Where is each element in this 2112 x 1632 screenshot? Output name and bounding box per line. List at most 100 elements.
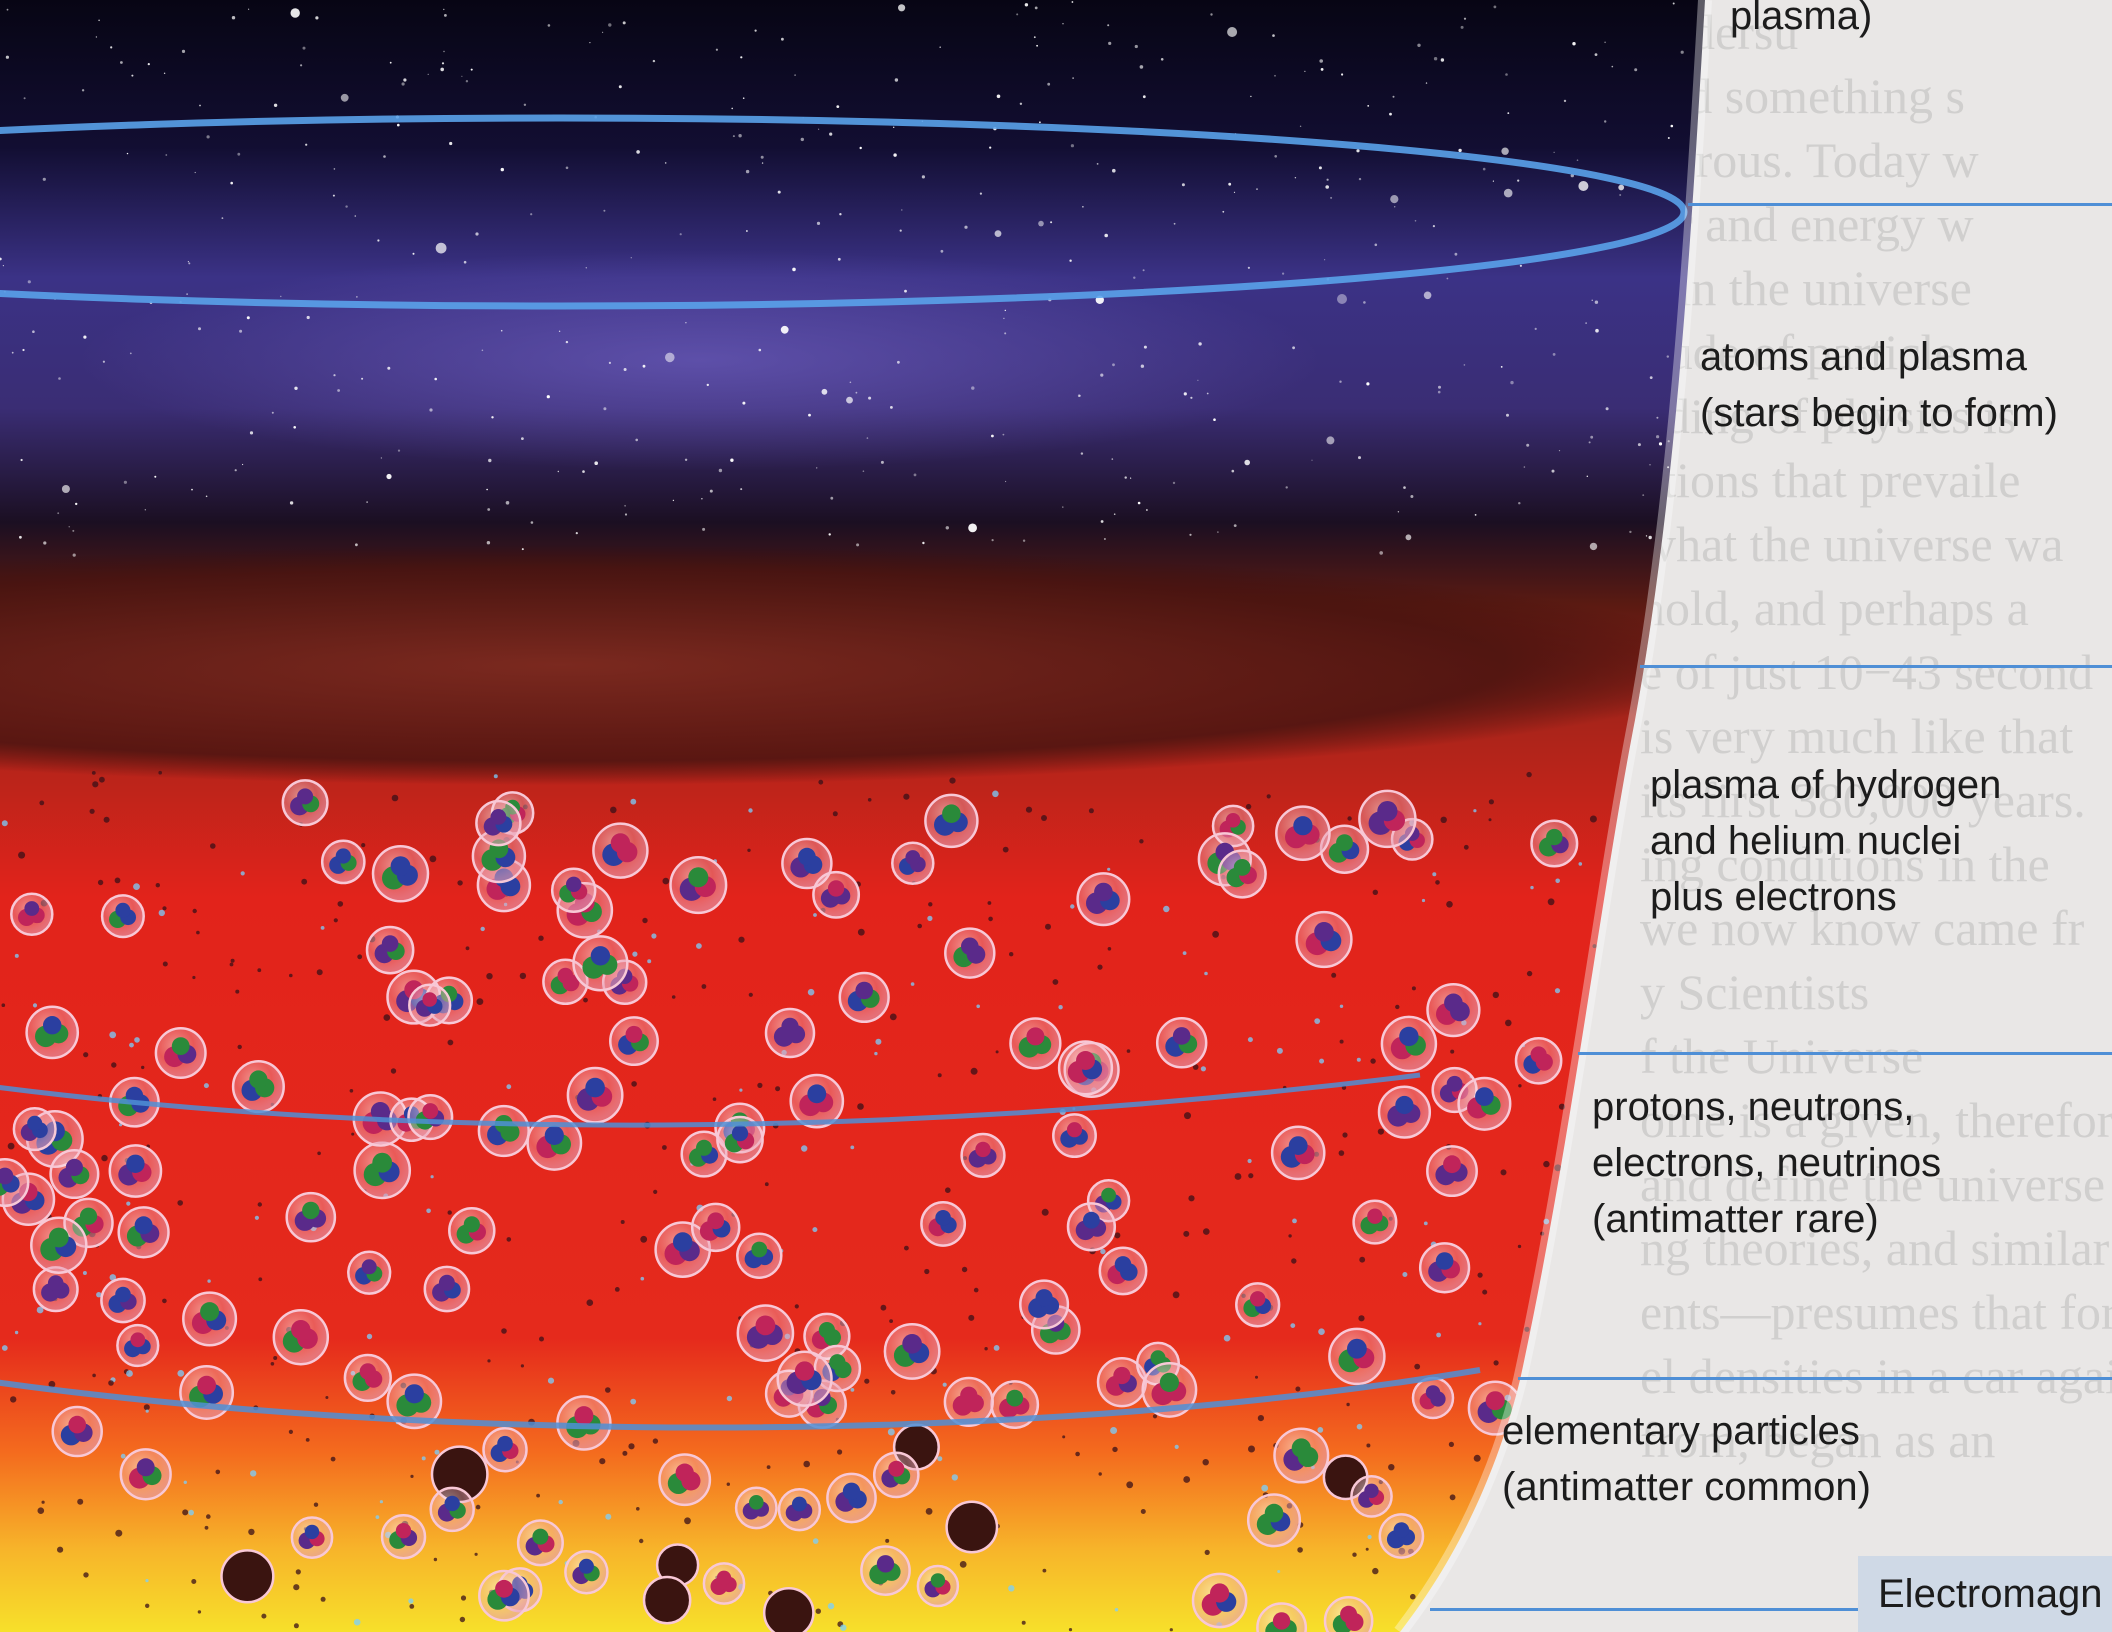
star — [890, 406, 893, 409]
electron-dot — [816, 1609, 821, 1614]
star — [665, 162, 667, 164]
star — [829, 533, 831, 535]
electron-dot — [639, 1539, 643, 1543]
star — [291, 8, 300, 17]
electron-dot — [1008, 1585, 1014, 1591]
star — [1410, 495, 1413, 498]
star — [1587, 476, 1588, 477]
electron-dot — [851, 1388, 855, 1392]
electron-dot — [663, 878, 670, 885]
star — [413, 253, 415, 255]
star — [1295, 177, 1296, 178]
electron-dot — [1489, 799, 1494, 804]
star — [1227, 27, 1237, 37]
electron-dot — [1277, 1570, 1280, 1573]
star — [1438, 391, 1441, 394]
star — [377, 239, 379, 241]
star — [992, 539, 994, 541]
star — [96, 36, 97, 37]
electron-dot — [133, 883, 140, 890]
star — [893, 127, 894, 128]
electron-dot — [241, 871, 245, 875]
nucleus-particle — [11, 894, 52, 935]
electron-dot — [889, 1319, 893, 1323]
star — [1207, 393, 1209, 395]
nucleus-particle — [1248, 1495, 1300, 1547]
electron-dot — [506, 1084, 511, 1089]
star — [124, 481, 127, 484]
electron-dot — [1548, 898, 1555, 905]
electron-dot — [431, 1175, 434, 1178]
electron-dot — [1201, 1066, 1206, 1071]
electron-dot — [1550, 1324, 1555, 1329]
star — [491, 416, 493, 418]
star — [390, 62, 392, 64]
electron-dot — [583, 998, 588, 1003]
electron-dot — [391, 1068, 396, 1073]
star — [922, 542, 924, 544]
star — [817, 222, 820, 225]
star — [1535, 328, 1537, 330]
nucleus-particle — [918, 1566, 958, 1606]
nucleus-particle — [568, 1068, 622, 1122]
star — [1232, 470, 1235, 473]
star — [991, 435, 994, 438]
star — [62, 485, 70, 493]
star — [127, 153, 128, 154]
star — [1300, 126, 1301, 127]
electron-dot — [1347, 816, 1351, 820]
star — [1143, 95, 1146, 98]
nucleus-particle — [892, 843, 933, 884]
star — [1646, 535, 1647, 536]
star — [1696, 427, 1698, 429]
nucleus-particle — [476, 801, 520, 845]
electron-dot — [10, 1396, 16, 1402]
star — [522, 548, 524, 550]
electron-dot — [210, 843, 216, 849]
star — [239, 330, 242, 333]
electron-dot — [1110, 1427, 1117, 1434]
star — [1282, 273, 1284, 275]
star — [1141, 365, 1144, 368]
star — [576, 532, 578, 534]
star — [643, 365, 646, 368]
star — [488, 459, 491, 462]
star — [443, 51, 444, 52]
electron-dot — [1058, 1005, 1062, 1009]
star — [307, 316, 310, 319]
star — [206, 496, 208, 498]
nucleus-particle — [102, 895, 144, 937]
star — [761, 156, 764, 159]
electron-dot — [1070, 904, 1074, 908]
electron-dot — [376, 1515, 380, 1519]
nucleus-particle — [1157, 1018, 1206, 1067]
electron-dot — [92, 1374, 96, 1378]
electron-dot — [410, 1475, 413, 1478]
star — [274, 104, 277, 107]
nucleus-particle — [121, 1449, 171, 1499]
electron-dot — [475, 1553, 478, 1556]
electron-dot — [354, 1619, 361, 1626]
electron-dot — [301, 879, 307, 885]
star — [130, 353, 132, 355]
electron-dot — [338, 901, 344, 907]
star — [971, 386, 974, 389]
nucleus-particle — [1532, 821, 1578, 867]
star — [1020, 103, 1022, 105]
electron-dot — [795, 1304, 799, 1308]
star — [103, 361, 105, 363]
star — [673, 500, 674, 501]
electron-dot — [713, 1097, 717, 1101]
nucleus-particle — [827, 1474, 875, 1522]
electron-dot — [1291, 1258, 1296, 1263]
electron-dot — [109, 1032, 116, 1039]
star — [1256, 188, 1258, 190]
electron-dot — [1340, 1040, 1344, 1044]
electron-dot — [636, 1507, 640, 1511]
star — [386, 474, 391, 479]
star — [566, 341, 568, 343]
star — [1619, 194, 1621, 196]
star — [904, 290, 907, 293]
star — [1595, 53, 1598, 56]
electron-dot — [1500, 1539, 1506, 1545]
